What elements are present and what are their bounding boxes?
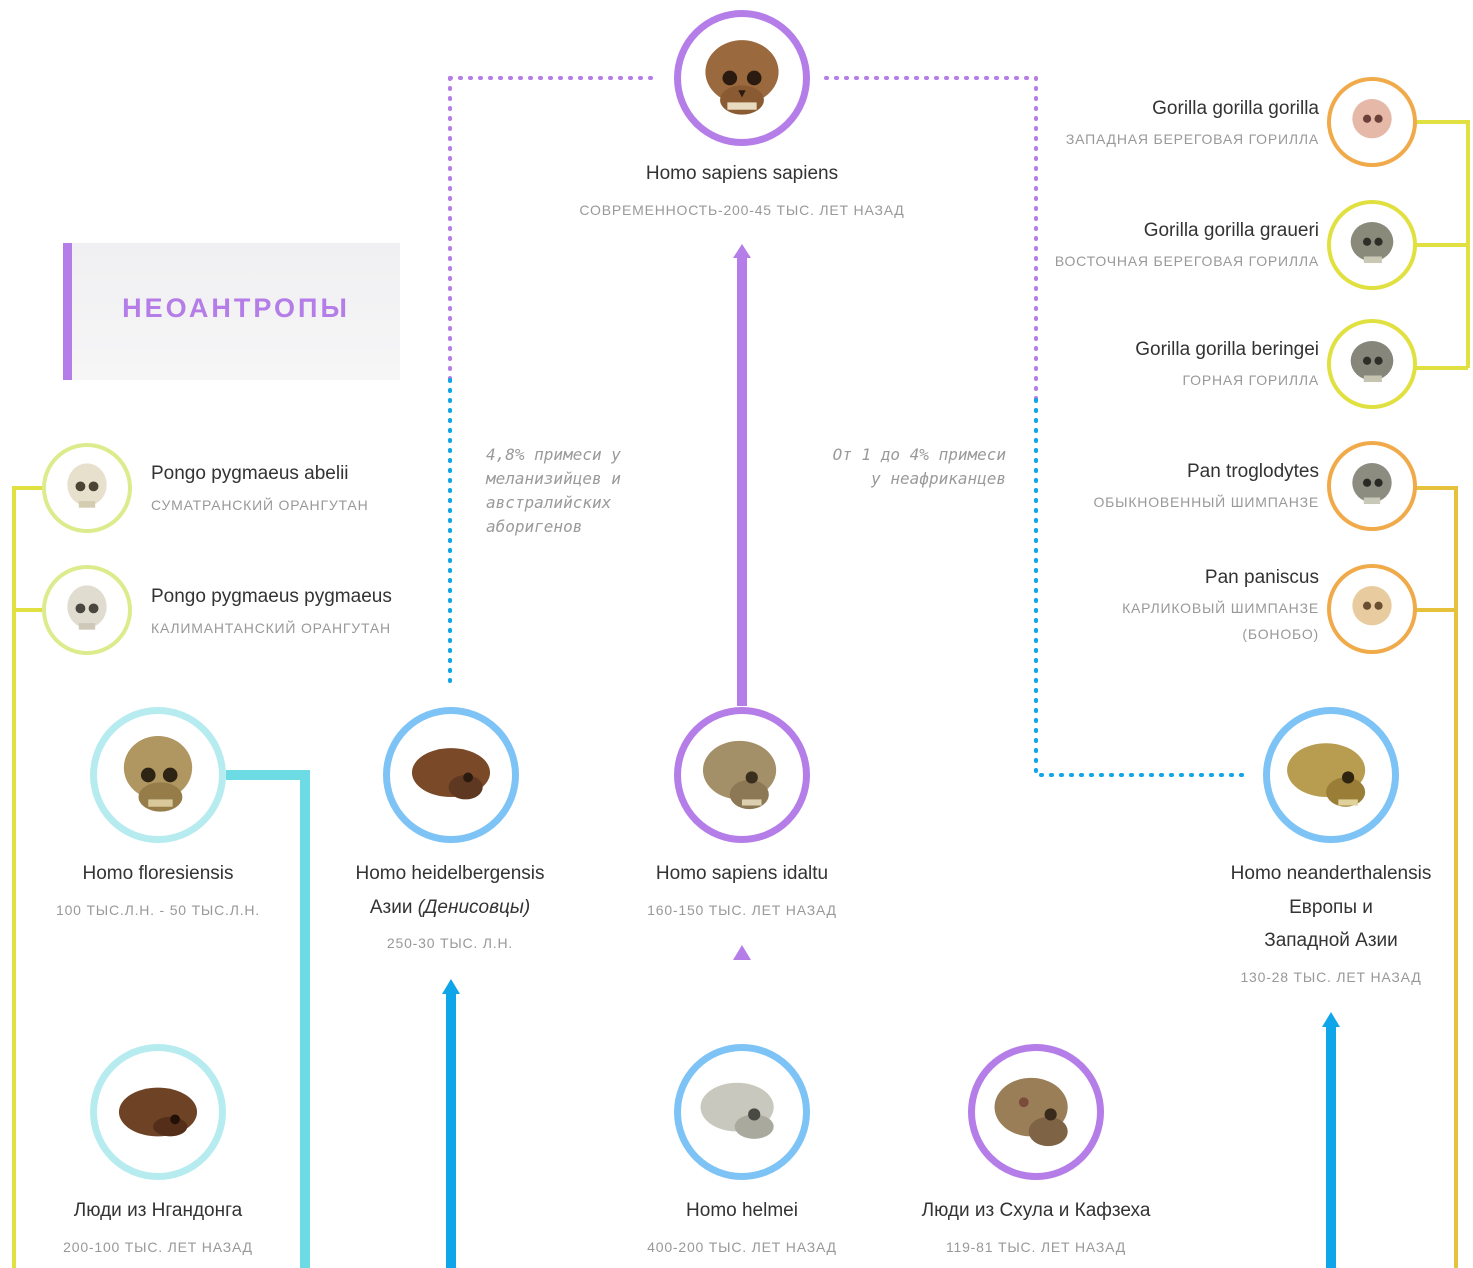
pan-paniscus-alt-name: (БОНОБО): [1242, 626, 1319, 642]
line-pongo: [12, 486, 42, 1268]
skull-icon: [67, 585, 107, 630]
skull-icon: [1350, 222, 1394, 264]
skull-icon: [1350, 341, 1394, 383]
pan-paniscus-skull-image[interactable]: [1327, 564, 1417, 654]
section-label-box: НЕОАНТРОПЫ: [63, 243, 400, 380]
gorilla-graueri-name: Gorilla gorilla graueri: [1143, 220, 1319, 241]
heidelbergensis-date: 250-30 ТЫС. Л.Н.: [386, 935, 514, 951]
gorilla-graueri-skull-image[interactable]: [1327, 200, 1417, 290]
neanderthalensis-date: 130-28 ТЫС. ЛЕТ НАЗАД: [1240, 969, 1422, 985]
helmei-date: 400-200 ТЫС. ЛЕТ НАЗАД: [647, 1239, 837, 1255]
gorilla-beringei-common-name: ГОРНАЯ ГОРИЛЛА: [1182, 372, 1319, 388]
pan-troglodytes-skull-image[interactable]: [1327, 441, 1417, 531]
heidelbergensis-region: Азии: [369, 897, 418, 918]
sapiens-sapiens-name: Homo sapiens sapiens: [645, 163, 839, 184]
neanderthalensis-name-line2: Европы и: [1289, 897, 1373, 918]
pongo-abelii-common-name: СУМАТРАНСКИЙ ОРАНГУТАН: [151, 497, 369, 513]
skull-icon: [123, 735, 193, 812]
gorilla-gorilla-skull-image[interactable]: [1327, 77, 1417, 167]
skull-icon: [118, 1087, 198, 1137]
denisovan-admixture-note: 4,8% примеси у меланизийцев и австралийс…: [486, 445, 621, 536]
skull-icon: [1352, 99, 1392, 139]
neanderthalensis-skull-image[interactable]: [1263, 707, 1399, 843]
pan-paniscus-name: Pan paniscus: [1204, 567, 1319, 588]
sapiens-sapiens-date: СОВРЕМЕННОСТЬ-200-45 ТЫС. ЛЕТ НАЗАД: [579, 202, 905, 218]
line-pan: [1415, 486, 1458, 1268]
pongo-abelii-name: Pongo pygmaeus abelii: [151, 463, 349, 484]
heidelbergensis-name-line2: Азии (Денисовцы): [300, 897, 600, 919]
skhul-skull-image[interactable]: [968, 1044, 1104, 1180]
sapiens-sapiens-skull-image[interactable]: [674, 10, 810, 146]
ngandong-skull-image[interactable]: [90, 1044, 226, 1180]
pan-troglodytes-name: Pan troglodytes: [1186, 461, 1319, 482]
sapiens-idaltu-skull-image[interactable]: [674, 707, 810, 843]
skull-icon: [411, 748, 491, 800]
helmei-name: Homo helmei: [686, 1200, 798, 1221]
pan-troglodytes-common-name: ОБЫКНОВЕННЫЙ ШИМПАНЗЕ: [1093, 494, 1319, 510]
sapiens-idaltu-name: Homo sapiens idaltu: [655, 863, 829, 884]
sapiens-idaltu-date: 160-150 ТЫС. ЛЕТ НАЗАД: [647, 902, 837, 918]
heidelbergensis-name: Homo heidelbergensis: [355, 863, 545, 884]
skull-icon: [1352, 463, 1392, 505]
line-gorilla: [1415, 120, 1470, 370]
skhul-date: 119-81 ТЫС. ЛЕТ НАЗАД: [945, 1239, 1127, 1255]
neanderthalensis-name: Homo neanderthalensis: [1230, 863, 1432, 884]
skhul-name: Люди из Схула и Кафзеха: [921, 1200, 1151, 1221]
gorilla-beringei-skull-image[interactable]: [1327, 319, 1417, 409]
gorilla-beringei-name: Gorilla gorilla beringei: [1135, 339, 1319, 360]
pan-paniscus-common-name: КАРЛИКОВЫЙ ШИМПАНЗЕ: [1122, 600, 1319, 616]
gorilla-gorilla-name: Gorilla gorilla gorilla: [1152, 98, 1319, 119]
heidelbergensis-skull-image[interactable]: [383, 707, 519, 843]
skull-icon: [67, 463, 107, 508]
pongo-abelii-skull-image[interactable]: [42, 443, 132, 533]
floresiensis-date: 100 ТЫС.Л.Н. - 50 ТЫС.Л.Н.: [56, 902, 260, 918]
ngandong-date: 200-100 ТЫС. ЛЕТ НАЗАД: [63, 1239, 253, 1255]
skull-icon: [700, 1082, 774, 1139]
skull-icon: [994, 1077, 1068, 1147]
ngandong-name: Люди из Нгандонга: [73, 1200, 243, 1221]
floresiensis-skull-image[interactable]: [90, 707, 226, 843]
gorilla-gorilla-common-name: ЗАПАДНАЯ БЕРЕГОВАЯ ГОРИЛЛА: [1065, 131, 1319, 147]
skull-icon: [705, 40, 779, 115]
pongo-pygmaeus-name: Pongo pygmaeus pygmaeus: [151, 586, 392, 607]
helmei-skull-image[interactable]: [674, 1044, 810, 1180]
pongo-pygmaeus-common-name: КАЛИМАНТАНСКИЙ ОРАНГУТАН: [151, 620, 391, 636]
skull-icon: [702, 740, 777, 810]
line-floresiensis: [226, 770, 310, 1268]
skull-icon: [1352, 586, 1392, 626]
heidelbergensis-denisovans: (Денисовцы): [417, 897, 531, 918]
pongo-pygmaeus-skull-image[interactable]: [42, 565, 132, 655]
gorilla-graueri-common-name: ВОСТОЧНАЯ БЕРЕГОВАЯ ГОРИЛЛА: [1054, 253, 1319, 269]
neanderthal-admixture-note: От 1 до 4% примеси у неафриканцев: [832, 445, 1006, 488]
floresiensis-name: Homo floresiensis: [82, 863, 234, 884]
section-label: НЕОАНТРОПЫ: [122, 293, 350, 323]
neanderthalensis-name-line3: Западной Азии: [1264, 930, 1398, 951]
skull-icon: [1287, 743, 1366, 807]
